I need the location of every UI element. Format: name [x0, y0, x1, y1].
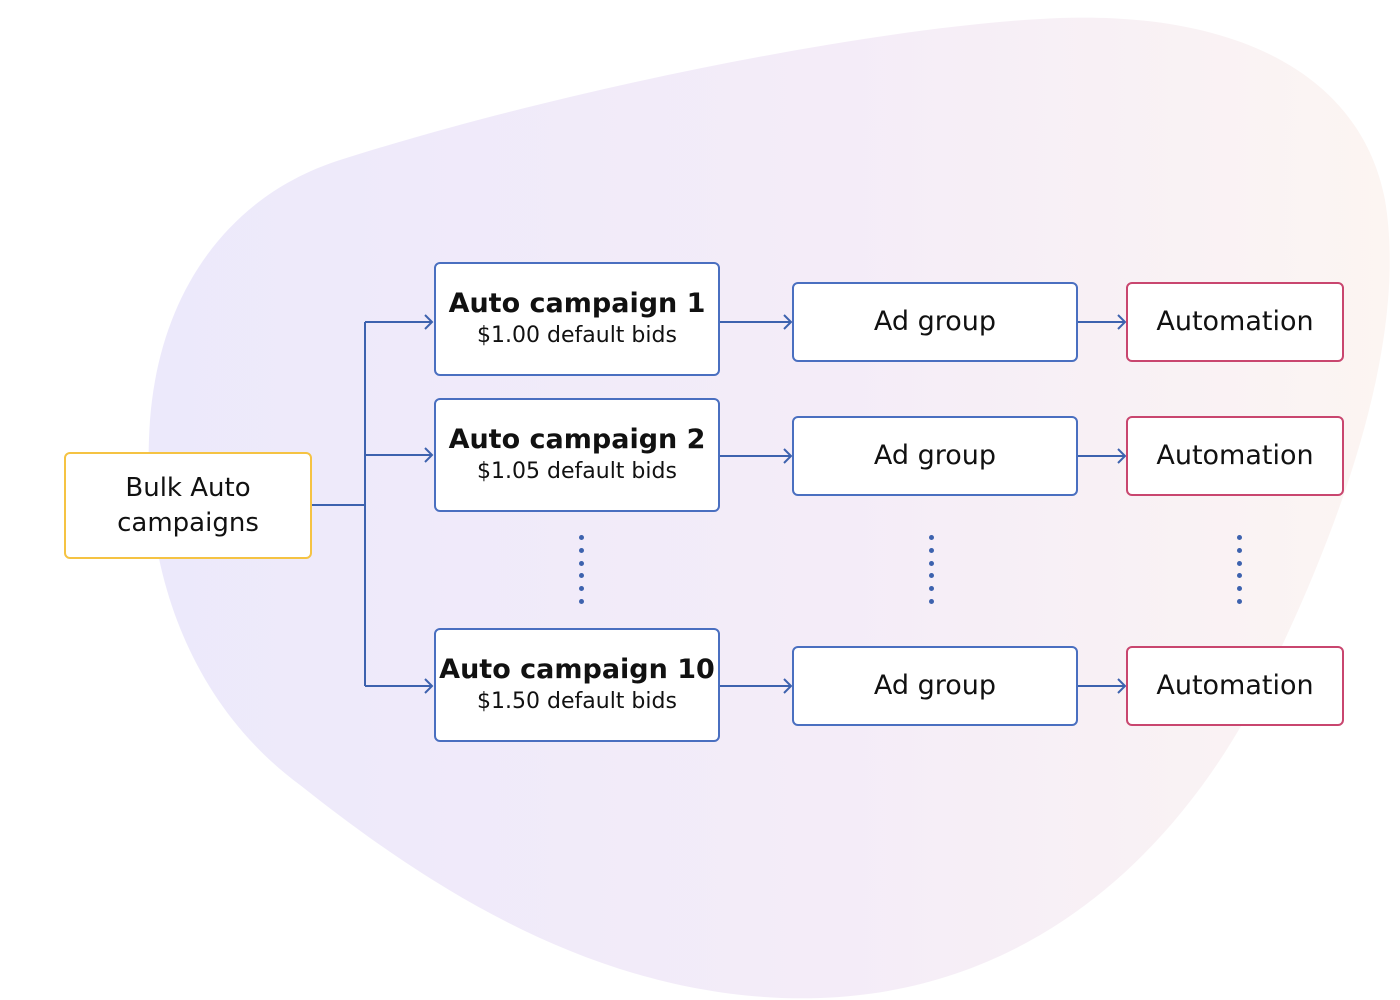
bulk-auto-campaigns-node: Bulk Auto campaigns [64, 452, 312, 559]
automation-node-1: Automation [1126, 282, 1344, 362]
arrowhead-campaign-10 [424, 678, 434, 694]
ad-group-ellipsis [929, 535, 935, 604]
campaign-title: Auto campaign 10 [439, 654, 715, 685]
arrowhead-campaign-1 [424, 314, 434, 330]
campaign-title: Auto campaign 1 [448, 288, 706, 319]
ad-group-label: Ad group [873, 306, 997, 337]
ad-group-label: Ad group [873, 440, 997, 471]
auto-campaign-10-node: Auto campaign 10 $1.50 default bids [434, 628, 720, 742]
automation-label: Automation [1156, 670, 1314, 701]
ad-group-node-3: Ad group [792, 646, 1078, 726]
auto-campaign-2-node: Auto campaign 2 $1.05 default bids [434, 398, 720, 512]
arrowhead-automation-2 [1117, 448, 1127, 464]
arrowhead-automation-3 [1117, 678, 1127, 694]
arrowhead-adgroup-1 [783, 314, 793, 330]
ad-group-label: Ad group [873, 670, 997, 701]
automation-label: Automation [1156, 440, 1314, 471]
automation-node-3: Automation [1126, 646, 1344, 726]
automation-node-2: Automation [1126, 416, 1344, 496]
arrowhead-campaign-2 [424, 447, 434, 463]
arrowhead-adgroup-2 [783, 448, 793, 464]
campaign-default-bid: $1.50 default bids [477, 689, 677, 714]
arrowhead-automation-1 [1117, 314, 1127, 330]
bulk-auto-campaigns-label: Bulk Auto campaigns [117, 472, 259, 538]
automation-ellipsis [1237, 535, 1243, 604]
campaign-title: Auto campaign 2 [448, 424, 706, 455]
automation-label: Automation [1156, 306, 1314, 337]
auto-campaign-1-node: Auto campaign 1 $1.00 default bids [434, 262, 720, 376]
campaign-ellipsis [579, 535, 585, 604]
arrowhead-adgroup-3 [783, 678, 793, 694]
campaign-default-bid: $1.00 default bids [477, 323, 677, 348]
ad-group-node-1: Ad group [792, 282, 1078, 362]
ad-group-node-2: Ad group [792, 416, 1078, 496]
campaign-default-bid: $1.05 default bids [477, 459, 677, 484]
